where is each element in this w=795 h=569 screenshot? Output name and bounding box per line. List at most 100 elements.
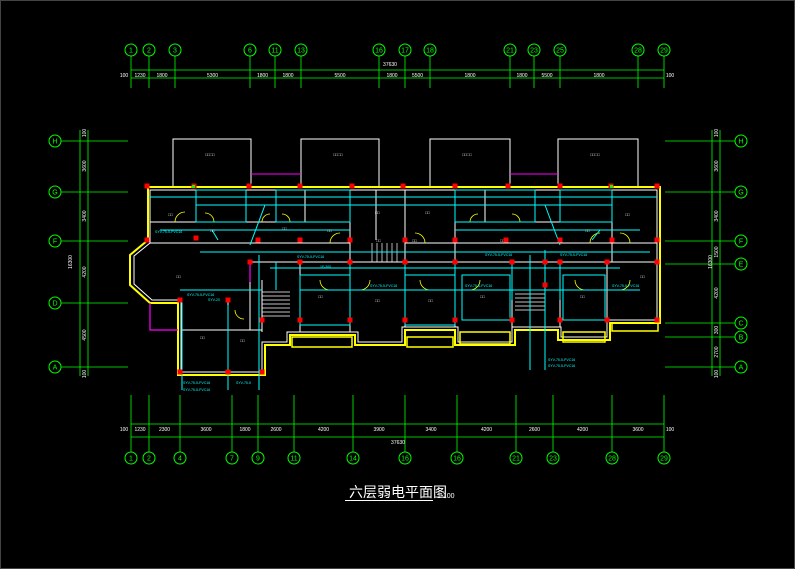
drawing-title: 六层弱电平面图 bbox=[349, 485, 447, 501]
column-7 bbox=[505, 183, 511, 189]
door-swings bbox=[174, 211, 631, 320]
svg-text:E: E bbox=[739, 262, 744, 269]
column-0 bbox=[144, 183, 150, 189]
top-dim-7: 1800 bbox=[386, 73, 397, 79]
svg-text:18: 18 bbox=[426, 48, 434, 55]
bottom-dim-7: 3900 bbox=[373, 427, 384, 433]
roof-room-2 bbox=[300, 138, 380, 188]
right-dim-4: 4200 bbox=[714, 287, 720, 298]
column-10 bbox=[654, 183, 660, 189]
bottom-dim-10: 2600 bbox=[529, 427, 540, 433]
svg-text:□□: □□ bbox=[425, 210, 430, 215]
column-34 bbox=[297, 317, 303, 323]
bottom-axis-23-10: 23 bbox=[546, 451, 560, 465]
column-5 bbox=[400, 183, 406, 189]
svg-text:25: 25 bbox=[556, 48, 564, 55]
column-8 bbox=[557, 183, 563, 189]
left-total-dimension: 16300 bbox=[68, 255, 74, 269]
svg-text:B: B bbox=[739, 335, 744, 342]
bottom-axis-7-3: 7 bbox=[225, 451, 239, 465]
wiring-labels: SYV-75-5-PVC16 SYV-75-5-PVC16 SYV-2X SYV… bbox=[155, 230, 639, 392]
top-total-dimension: 37630 bbox=[383, 62, 397, 68]
svg-text:13: 13 bbox=[297, 48, 305, 55]
right-dim-3: 1500 bbox=[714, 246, 720, 257]
top-dim-3: 5300 bbox=[207, 73, 218, 79]
bottom-dim-1: 1230 bbox=[134, 427, 145, 433]
column-2 bbox=[246, 183, 252, 189]
bottom-dim-0: 100 bbox=[120, 427, 129, 433]
column-35 bbox=[347, 317, 353, 323]
svg-text:□□□□: □□□□ bbox=[205, 152, 215, 157]
right-axis-G: G bbox=[734, 185, 748, 199]
column-29 bbox=[604, 259, 610, 265]
column-36 bbox=[402, 317, 408, 323]
bottom-axis-1-0: 1 bbox=[124, 451, 138, 465]
svg-text:SYV-75-5-PVC16: SYV-75-5-PVC16 bbox=[370, 284, 397, 288]
svg-text:23: 23 bbox=[549, 456, 557, 463]
svg-text:SYV-75-5-PVC16: SYV-75-5-PVC16 bbox=[465, 284, 492, 288]
column-45 bbox=[542, 259, 548, 265]
column-12 bbox=[193, 235, 199, 241]
bottom-axis-28-11: 28 bbox=[605, 451, 619, 465]
right-total-dimension: 16300 bbox=[708, 255, 714, 269]
balconies bbox=[291, 322, 659, 348]
roof-room-1 bbox=[172, 138, 252, 188]
top-dim-0: 100 bbox=[120, 73, 129, 79]
top-axis-17: 17 bbox=[398, 43, 412, 57]
bottom-dim-5: 2600 bbox=[270, 427, 281, 433]
bottom-axis-16-8: 16 bbox=[450, 451, 464, 465]
top-axis-6: 6 bbox=[243, 43, 257, 57]
svg-text:SYV-75-5-PVC16: SYV-75-5-PVC16 bbox=[485, 253, 512, 257]
svg-text:23: 23 bbox=[530, 48, 538, 55]
column-39 bbox=[557, 317, 563, 323]
roof-rooms bbox=[172, 138, 639, 188]
bottom-dim-12: 3600 bbox=[632, 427, 643, 433]
column-22 bbox=[247, 259, 253, 265]
svg-text:SYV-2X: SYV-2X bbox=[208, 298, 221, 302]
svg-text:21: 21 bbox=[506, 48, 514, 55]
column-40 bbox=[604, 317, 610, 323]
left-dim-4: 4500 bbox=[82, 329, 88, 340]
svg-text:9: 9 bbox=[256, 456, 260, 463]
svg-text:SYV-75-5: SYV-75-5 bbox=[236, 381, 251, 385]
svg-text:□□: □□ bbox=[480, 294, 485, 299]
svg-text:16: 16 bbox=[401, 456, 409, 463]
title-underline bbox=[345, 500, 433, 501]
column-6 bbox=[452, 183, 458, 189]
svg-text:2: 2 bbox=[147, 456, 151, 463]
column-28 bbox=[557, 259, 563, 265]
column-16 bbox=[402, 237, 408, 243]
svg-text:□□: □□ bbox=[375, 210, 380, 215]
right-dim-0: 100 bbox=[714, 129, 720, 138]
right-dim-5: 300 bbox=[714, 326, 720, 335]
bottom-dim-4: 1800 bbox=[239, 427, 250, 433]
right-axis-F: F bbox=[734, 234, 748, 248]
column-41 bbox=[654, 317, 660, 323]
svg-text:□□: □□ bbox=[500, 238, 505, 243]
svg-text:4: 4 bbox=[178, 456, 182, 463]
bottom-dim-6: 4200 bbox=[318, 427, 329, 433]
top-dim-4: 1800 bbox=[257, 73, 268, 79]
bottom-axis-29-12: 29 bbox=[657, 451, 671, 465]
svg-text:□□□□: □□□□ bbox=[590, 152, 600, 157]
top-dim-13: 100 bbox=[666, 73, 675, 79]
svg-text:□□: □□ bbox=[428, 298, 433, 303]
svg-text:□□: □□ bbox=[318, 294, 323, 299]
bottom-axis-9-4: 9 bbox=[251, 451, 265, 465]
svg-text:29: 29 bbox=[660, 48, 668, 55]
left-dim-3: 4200 bbox=[82, 266, 88, 277]
column-20 bbox=[609, 237, 615, 243]
svg-text:SYV-75-5-PVC16: SYV-75-5-PVC16 bbox=[297, 255, 324, 259]
column-17 bbox=[452, 237, 458, 243]
svg-text:H: H bbox=[52, 139, 57, 146]
top-axis-2: 2 bbox=[142, 43, 156, 57]
column-25 bbox=[402, 259, 408, 265]
top-dim-5: 1800 bbox=[282, 73, 293, 79]
left-axis-D: D bbox=[48, 296, 62, 310]
left-dim-2: 3400 bbox=[82, 210, 88, 221]
right-dim-2: 3400 bbox=[714, 210, 720, 221]
